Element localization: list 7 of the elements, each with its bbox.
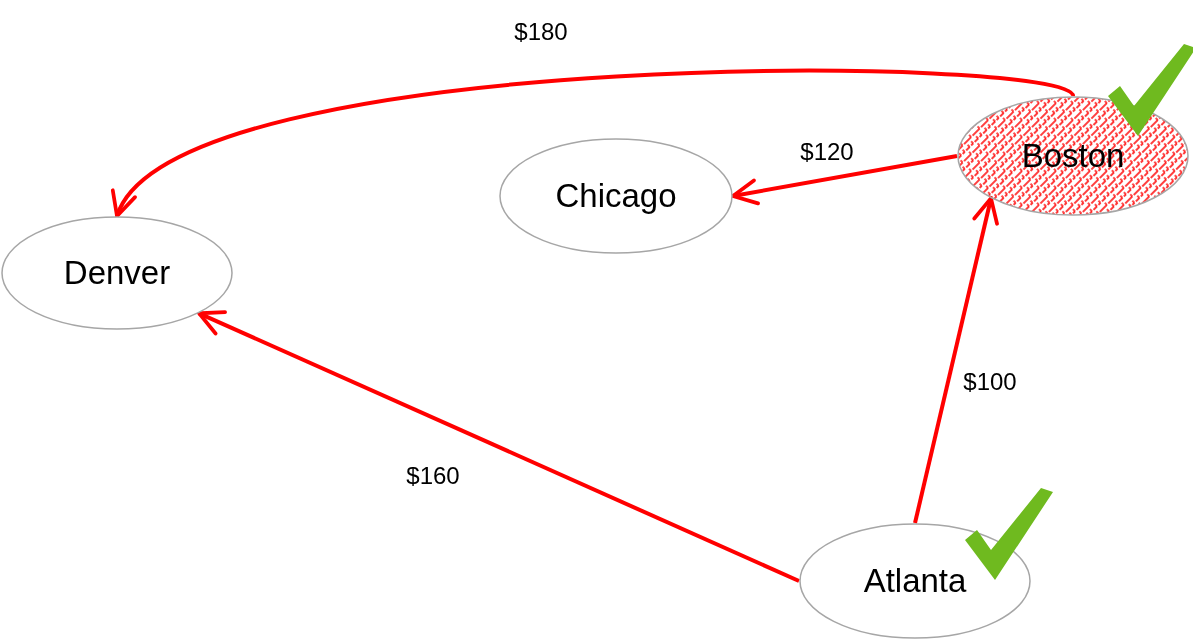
arrow [913, 196, 999, 524]
edge-label: $100 [963, 368, 1017, 396]
arrow [197, 310, 800, 583]
city-name: Denver [63, 254, 171, 292]
edge-label: $160 [406, 462, 460, 490]
edge-label: $180 [514, 18, 568, 46]
city-name: Atlanta [863, 562, 967, 600]
